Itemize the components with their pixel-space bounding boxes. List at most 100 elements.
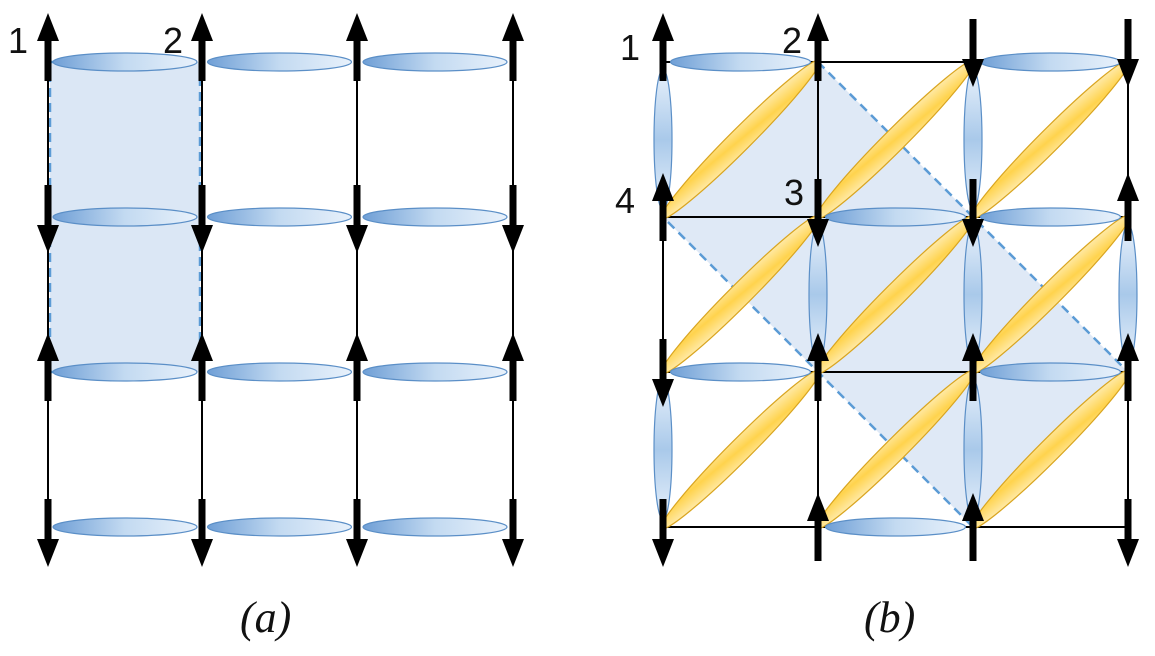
hbond-b-4 [979, 207, 1122, 227]
spin-arrow-b-c3-r3 [962, 333, 984, 401]
bond-a-r2-c2 [206, 207, 353, 227]
site-label-3-b: 3 [784, 172, 804, 213]
spin-arrow-a-c1-r4 [37, 499, 59, 567]
panel-b: 1 2 3 4 (b) [615, 13, 1139, 642]
spin-arrow-b-c1-r3 [652, 339, 674, 407]
site-label-2-a: 2 [163, 20, 183, 61]
spin-arrow-b-c2-r2-head [807, 219, 829, 247]
spin-arrow-a-c1-r3 [37, 333, 59, 401]
bond-layer-b [653, 52, 1138, 537]
lattice-lines-a [47, 40, 514, 560]
spin-layer-b [652, 13, 1139, 567]
spin-arrow-a-c4-r3-head [502, 333, 524, 361]
spin-arrow-a-c1-r2 [37, 185, 59, 253]
spin-arrow-a-c1-r3-head [37, 333, 59, 361]
bond-a-r4-c1 [52, 517, 198, 537]
caption-b: (b) [864, 593, 915, 642]
spin-arrow-a-c2-r1-head [191, 13, 213, 41]
spin-arrow-b-c4-r3-head [1117, 333, 1139, 361]
spin-arrow-b-c3-r2 [962, 179, 984, 247]
bond-a-r1-c2 [206, 52, 353, 72]
spin-arrow-a-c2-r1 [191, 13, 213, 81]
spin-arrow-a-c4-r3 [502, 333, 524, 401]
spin-arrow-a-c3-r3-head [346, 333, 368, 361]
spin-arrow-b-c2-r3 [807, 333, 829, 401]
spin-arrow-a-c4-r2-head [502, 225, 524, 253]
bond-layer-a [52, 52, 508, 537]
bond-a-r1-c1 [52, 52, 198, 72]
spin-layer-a [37, 13, 524, 567]
spin-arrow-b-c4-r1 [1117, 19, 1139, 87]
spin-arrow-a-c1-r1 [37, 13, 59, 81]
spin-arrow-a-c3-r4-head [346, 539, 368, 567]
spin-arrow-a-c4-r1 [502, 13, 524, 81]
spin-arrow-a-c3-r1-head [346, 13, 368, 41]
spin-arrow-b-c1-r4-head [652, 539, 674, 567]
spin-arrow-a-c2-r2-head [191, 225, 213, 253]
bond-a-r3-c3 [362, 362, 508, 382]
site-label-2-b: 2 [782, 20, 802, 61]
spin-arrow-a-c4-r2 [502, 185, 524, 253]
spin-arrow-b-c3-r4-head [962, 493, 984, 521]
spin-arrow-b-c1-r1 [652, 13, 674, 81]
spin-arrow-a-c1-r1-head [37, 13, 59, 41]
spin-arrow-a-c4-r1-head [502, 13, 524, 41]
spin-arrow-a-c3-r3 [346, 333, 368, 401]
site-label-4-b: 4 [615, 180, 635, 221]
spin-arrow-a-c2-r4-head [191, 539, 213, 567]
spin-arrow-a-c2-r2 [191, 185, 213, 253]
hbond-b-6 [979, 362, 1122, 382]
spin-arrow-b-c4-r2 [1117, 173, 1139, 241]
bond-a-r4-c3 [362, 517, 508, 537]
spin-arrow-b-c4-r1-head [1117, 59, 1139, 87]
spin-arrow-b-c1-r2-head [652, 173, 674, 201]
spin-arrow-b-c2-r4-head [807, 493, 829, 521]
caption-a: (a) [240, 593, 291, 642]
spin-arrow-b-c2-r1-head [807, 13, 829, 41]
bond-a-r3-c1 [52, 362, 198, 382]
spin-arrow-b-c3-r1 [962, 19, 984, 87]
bond-a-r4-c2 [206, 517, 353, 537]
diag-bond-b-r1-c3 [970, 59, 1131, 220]
bond-a-r3-c2 [206, 362, 353, 382]
spin-arrow-a-c1-r4-head [37, 539, 59, 567]
spin-arrow-b-c1-r3-head [652, 379, 674, 407]
spin-arrow-b-c3-r1-head [962, 59, 984, 87]
bond-a-r1-c3 [362, 52, 508, 72]
diag-bond-b-r3-c1 [660, 369, 821, 530]
spin-arrow-b-c4-r4-head [1117, 539, 1139, 567]
spin-arrow-b-c3-r2-head [962, 219, 984, 247]
spin-arrow-a-c4-r4 [502, 499, 524, 567]
spin-arrow-a-c3-r2 [346, 185, 368, 253]
spin-arrow-a-c2-r3 [191, 333, 213, 401]
spin-arrow-b-c2-r1 [807, 13, 829, 81]
spin-arrow-b-c3-r4 [962, 493, 984, 561]
spin-arrow-b-c2-r4 [807, 493, 829, 561]
spin-arrow-a-c3-r1 [346, 13, 368, 81]
site-label-1-b: 1 [620, 27, 640, 68]
spin-arrow-a-c1-r2-head [37, 225, 59, 253]
hbond-b-5 [669, 362, 812, 382]
hbond-b-2 [979, 52, 1122, 72]
spin-arrow-a-c3-r2-head [346, 225, 368, 253]
spin-arrow-a-c3-r4 [346, 499, 368, 567]
spin-arrow-b-c1-r4 [652, 499, 674, 567]
spin-arrow-b-c2-r2 [807, 179, 829, 247]
spin-arrow-a-c2-r4 [191, 499, 213, 567]
site-label-1-a: 1 [8, 20, 28, 61]
spin-arrow-b-c1-r1-head [652, 13, 674, 41]
spin-arrow-b-c4-r4 [1117, 499, 1139, 567]
panel-a: 1 2 (a) [8, 13, 524, 642]
spin-arrow-a-c2-r3-head [191, 333, 213, 361]
spin-arrow-b-c3-r3-head [962, 333, 984, 361]
bond-a-r2-c1 [52, 207, 198, 227]
spin-arrow-b-c4-r3 [1117, 333, 1139, 401]
hbond-b-7 [824, 517, 967, 537]
bond-a-r2-c3 [362, 207, 508, 227]
hbond-b-1 [669, 52, 812, 72]
spin-arrow-b-c1-r2 [652, 173, 674, 241]
spin-arrow-a-c4-r4-head [502, 539, 524, 567]
spin-arrow-b-c4-r2-head [1117, 173, 1139, 201]
